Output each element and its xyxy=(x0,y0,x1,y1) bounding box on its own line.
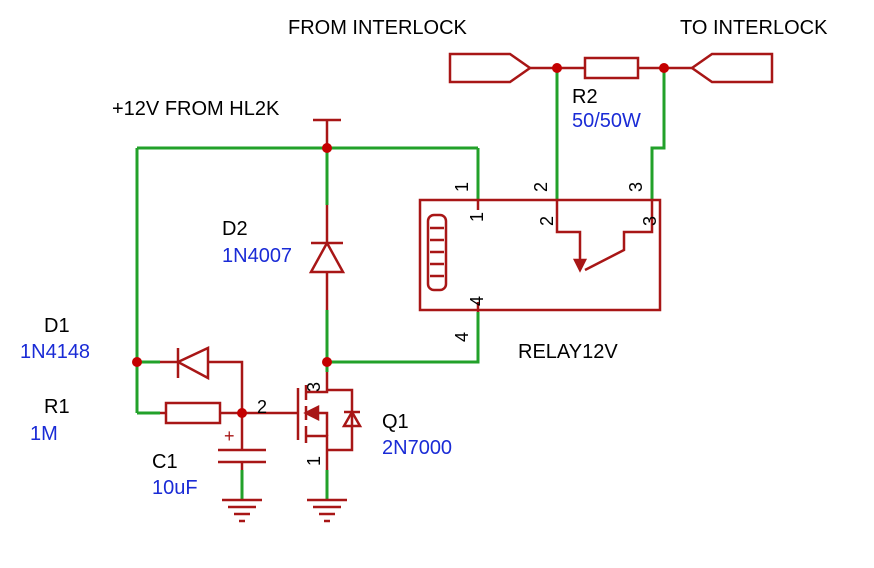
q1-drain-pin: 3 xyxy=(304,382,324,392)
to-interlock-connector xyxy=(689,52,774,84)
d2-value: 1N4007 xyxy=(222,245,292,267)
r2-ref: R2 xyxy=(572,86,598,108)
relay-outer-pin-1: 1 xyxy=(452,182,472,192)
c1-capacitor-symbol xyxy=(218,413,266,470)
wire-r2-right-down xyxy=(650,68,666,200)
junction-dot xyxy=(322,357,332,367)
relay-outer-pin-2: 2 xyxy=(531,182,551,192)
ground-q1-symbol xyxy=(307,498,347,523)
q1-mosfet-symbol xyxy=(296,372,363,470)
from-interlock-label: FROM INTERLOCK xyxy=(288,17,468,39)
d1-diode-symbol xyxy=(160,346,244,413)
r2-value: 50/50W xyxy=(572,110,641,132)
from-interlock-connector xyxy=(448,52,533,84)
wires xyxy=(135,68,666,500)
junction-dot xyxy=(322,143,332,153)
r1-ref: R1 xyxy=(44,396,70,418)
junction-dot xyxy=(552,63,562,73)
q1-value: 2N7000 xyxy=(382,437,452,459)
d2-ref: D2 xyxy=(222,218,248,240)
junctions xyxy=(132,63,669,418)
relay-inner-pin-1: 1 xyxy=(467,212,487,222)
q1-source-pin: 1 xyxy=(304,456,324,466)
wire-node-to-relay4 xyxy=(327,312,480,364)
to-interlock-label: TO INTERLOCK xyxy=(680,17,828,39)
relay-inner-pin-3: 3 xyxy=(640,216,660,226)
relay-ref: RELAY12V xyxy=(518,341,618,363)
r2-resistor-body xyxy=(583,56,640,80)
r1-value: 1M xyxy=(30,423,58,445)
d2-diode-symbol xyxy=(308,205,346,310)
c1-value: 10uF xyxy=(152,477,198,499)
d1-ref: D1 xyxy=(44,315,70,337)
relay-inner-pin-4: 4 xyxy=(467,296,487,306)
q1-ref: Q1 xyxy=(382,411,409,433)
junction-dot xyxy=(659,63,669,73)
c1-ref: C1 xyxy=(152,451,178,473)
junction-dot xyxy=(237,408,247,418)
relay-symbol xyxy=(418,198,662,312)
d1-value: 1N4148 xyxy=(20,341,90,363)
c1-polarity-mark: + xyxy=(224,426,235,446)
q1-gate-pin: 2 xyxy=(257,397,267,417)
r1-resistor-symbol xyxy=(160,401,298,425)
symbols xyxy=(160,52,774,523)
junction-dot xyxy=(132,357,142,367)
relay-inner-pin-2: 2 xyxy=(537,216,557,226)
relay-outer-pin-4: 4 xyxy=(452,332,472,342)
ground-c1-symbol xyxy=(222,498,262,523)
relay-outer-pin-3: 3 xyxy=(626,182,646,192)
supply-label: +12V FROM HL2K xyxy=(112,98,280,120)
